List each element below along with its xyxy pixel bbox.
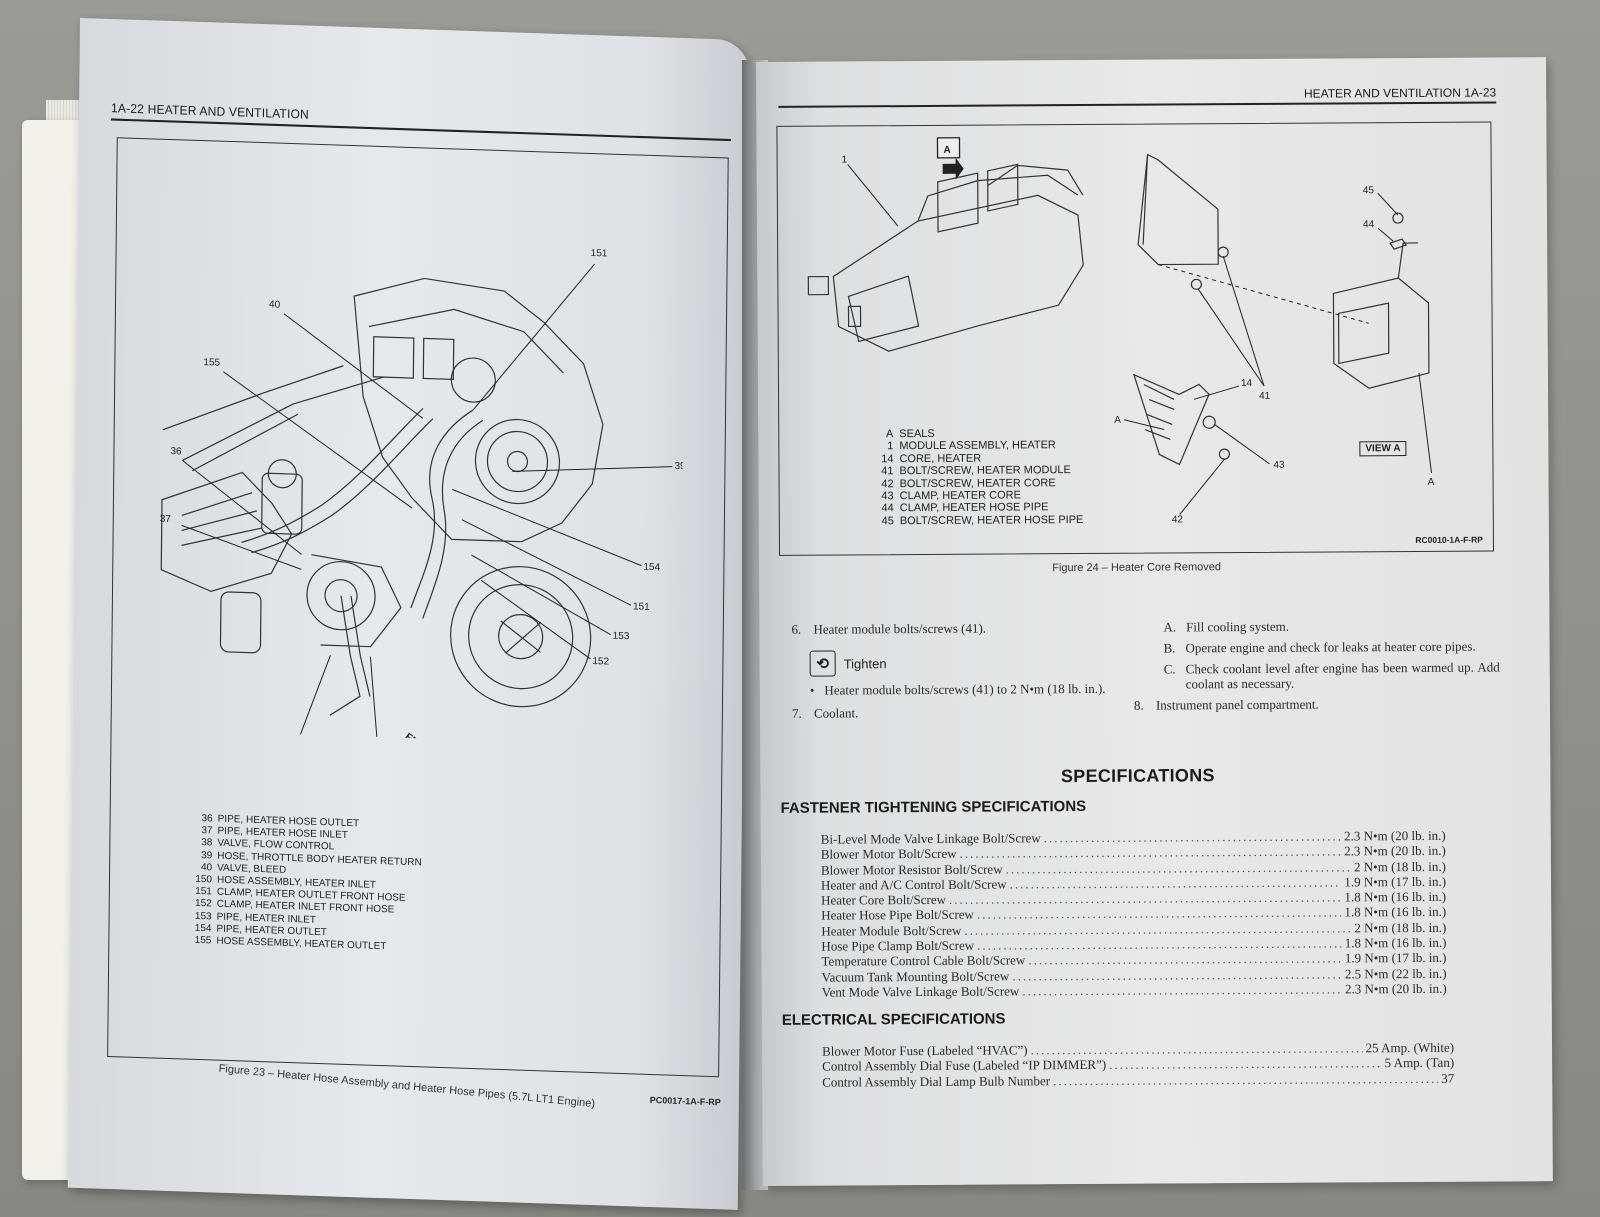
callout-14: 14 <box>1241 378 1253 389</box>
spec-row: Vent Mode Valve Linkage Bolt/Screw2.3 N•… <box>822 981 1447 1000</box>
figure-24-caption: Figure 24 – Heater Core Removed <box>1052 561 1222 575</box>
callout-1: 1 <box>842 154 848 165</box>
right-page: HEATER AND VENTILATION 1A-23 <box>756 57 1553 1186</box>
step-7: 7.Coolant. <box>791 705 859 721</box>
fastener-specs-table: Bi-Level Mode Valve Linkage Bolt/Screw2.… <box>821 828 1447 1000</box>
substep-b: B.Operate engine and check for leaks at … <box>1163 638 1476 656</box>
figure-24-code: RC0010-1A-F-RP <box>1415 534 1483 545</box>
callout-37: 37 <box>160 514 172 525</box>
callout-44: 44 <box>1363 219 1375 230</box>
substep-a: A.Fill cooling system. <box>1163 618 1290 635</box>
callout-a-right: A <box>1428 477 1435 488</box>
left-page: 1A-22 HEATER AND VENTILATION <box>67 18 750 1210</box>
right-page-header: HEATER AND VENTILATION 1A-23 <box>778 85 1497 108</box>
tighten-label: Tighten <box>843 655 887 671</box>
callout-frt: FRT <box>403 731 425 747</box>
callout-153: 153 <box>613 631 630 643</box>
callout-151-bottom: 151 <box>633 601 650 613</box>
steps-right-column: A.Fill cooling system. B.Operate engine … <box>1134 617 1500 718</box>
step-6: 6.Heater module bolts/screws (41). <box>791 620 987 637</box>
callout-152: 152 <box>592 656 609 668</box>
callout-42: 42 <box>1172 514 1184 525</box>
callout-40: 40 <box>269 299 281 310</box>
callout-45: 45 <box>1363 185 1375 196</box>
view-a-arrow-icon <box>942 157 964 180</box>
steps-left-column: 6.Heater module bolts/screws (41). ⟲ Tig… <box>791 620 1132 727</box>
substep-c: C.Check coolant level after engine has b… <box>1163 659 1500 692</box>
specifications-title: SPECIFICATIONS <box>1060 765 1215 787</box>
heater-core-illustration: A 1 41 45 44 14 A 43 42 A <box>807 137 1435 525</box>
tighten-bullet: •Heater module bolts/screws (41) to 2 N•… <box>809 680 1106 698</box>
electrical-specs-title: ELECTRICAL SPECIFICATIONS <box>781 1010 1006 1029</box>
callout-41: 41 <box>1259 391 1271 402</box>
electrical-specs-table: Blower Motor Fuse (Labeled “HVAC”)25 Amp… <box>822 1040 1454 1090</box>
callout-154: 154 <box>643 562 660 574</box>
callout-155: 155 <box>203 357 220 369</box>
callout-a-box: A <box>944 145 951 156</box>
callout-39: 39 <box>674 461 685 472</box>
step-8: 8.Instrument panel compartment. <box>1133 696 1319 713</box>
view-a-box-icon <box>936 137 961 159</box>
spec-row: Control Assembly Dial Lamp Bulb Number37 <box>822 1070 1454 1089</box>
tighten-block: ⟲ Tighten <box>809 649 1132 677</box>
torque-wrench-icon: ⟲ <box>809 650 836 677</box>
figure-23-frame: 151 40 155 36 37 39 154 151 153 152 150 … <box>107 137 729 1078</box>
left-page-header: 1A-22 HEATER AND VENTILATION <box>110 100 732 142</box>
fastener-specs-title: FASTENER TIGHTENING SPECIFICATIONS <box>780 797 1087 817</box>
procedure-steps: 6.Heater module bolts/screws (41). ⟲ Tig… <box>791 617 1501 721</box>
callout-43: 43 <box>1273 460 1285 471</box>
callout-a-left: A <box>1114 415 1121 426</box>
view-a-label: VIEW A <box>1359 441 1407 457</box>
engine-heater-hose-illustration: 151 40 155 36 37 39 154 151 153 152 150 … <box>160 248 685 747</box>
callout-36: 36 <box>170 446 182 457</box>
callout-151-top: 151 <box>591 248 608 260</box>
figure-23-code: PC0017-1A-F-RP <box>649 1094 721 1108</box>
